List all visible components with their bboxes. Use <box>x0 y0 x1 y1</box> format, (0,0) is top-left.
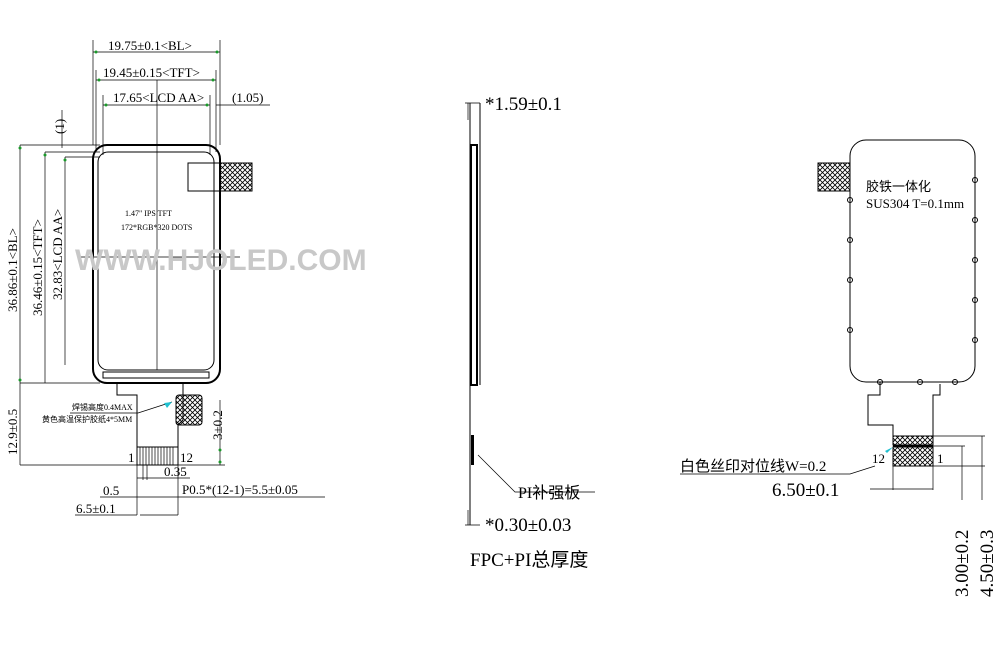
pin-pitch-label: 0.5 <box>103 483 119 498</box>
note-leader <box>70 401 173 414</box>
height-aa-label: 32.83<LCD AA> <box>50 209 65 300</box>
solder-height-note: 焊锡高度0.4MAX <box>72 402 133 412</box>
backlight-outline <box>92 144 221 384</box>
side-tab-hatch <box>219 162 253 192</box>
leader-arrow <box>164 402 172 408</box>
fpc-length-label: 12.9±0.5 <box>5 409 20 455</box>
silkscreen-note: 白色丝印对位线W=0.2 <box>680 458 826 475</box>
silkscreen-leader-arrow <box>885 447 893 453</box>
fpc-width-label: 6.5±0.1 <box>76 501 116 516</box>
panel-resolution-label: 172*RGB*320 DOTS <box>121 223 192 232</box>
stiffener-leader <box>477 454 595 493</box>
sus-back-plate <box>849 139 976 383</box>
height-bl-label: 36.86±0.1<BL> <box>5 228 20 312</box>
pi-stiffener <box>471 435 474 465</box>
stiffener-height-label: 3±0.2 <box>210 410 225 440</box>
width-aa-label: 17.65<LCD AA> <box>113 90 204 105</box>
protective-tape-note: 黄色高温保护胶纸4*5MM <box>42 414 132 424</box>
side-view-caption: FPC+PI总厚度 <box>470 549 588 571</box>
offset-top-label: (1) <box>52 119 67 134</box>
material-line1: 胶铁一体化 <box>866 179 931 194</box>
offset-right-label: (1.05) <box>232 90 263 105</box>
plate-bumps <box>847 177 978 385</box>
connector-hatch-top <box>892 435 934 446</box>
connector-hatch <box>892 446 934 467</box>
material-line2: SUS304 T=0.1mm <box>866 196 964 211</box>
pin-width-label: 0.35 <box>164 464 187 479</box>
pin-right-label: 1 <box>937 451 944 466</box>
module-body <box>470 144 478 386</box>
width-tft-label: 19.45±0.15<TFT> <box>103 65 200 80</box>
bottom-strip <box>102 371 210 379</box>
side-view: *1.59±0.1 PI补强板 *0.30±0.03 FPC+PI总厚度 <box>465 94 595 571</box>
back-view: 胶铁一体化 SUS304 T=0.1mm 白色丝印对位线W=0.2 12 1 6… <box>680 139 998 597</box>
height-b-label: 4.50±0.3 <box>977 530 998 597</box>
front-view: 19.75±0.1<BL> 19.45±0.15<TFT> 17.65<LCD … <box>5 38 325 516</box>
stiffener-tape <box>175 394 203 426</box>
panel-size-label: 1.47" IPS TFT <box>125 209 172 218</box>
fpc-thickness-label: *0.30±0.03 <box>485 515 571 536</box>
watermark: WWW.HJOLED.COM <box>75 244 367 277</box>
width-bl-label: 19.75±0.1<BL> <box>108 38 192 53</box>
fpc-outline <box>867 382 941 436</box>
side-tab-hatch <box>817 162 851 192</box>
pin-left-label: 12 <box>872 451 885 466</box>
side-tab <box>187 162 221 192</box>
height-tft-label: 36.46±0.15<TFT> <box>30 219 45 316</box>
height-a-label: 3.00±0.2 <box>952 530 973 597</box>
connector-pins <box>139 447 174 465</box>
pitch-formula-label: P0.5*(12-1)=5.5±0.05 <box>182 482 298 497</box>
tft-outline <box>97 151 215 371</box>
dimension-arrows <box>18 50 222 464</box>
back-dimensions <box>680 435 985 500</box>
connector-width-label: 6.50±0.1 <box>772 480 839 501</box>
pi-stiffener-label: PI补强板 <box>518 484 580 502</box>
pin-first-label: 1 <box>128 450 135 465</box>
pin-last-label: 12 <box>180 450 193 465</box>
thickness-label: *1.59±0.1 <box>485 94 562 115</box>
